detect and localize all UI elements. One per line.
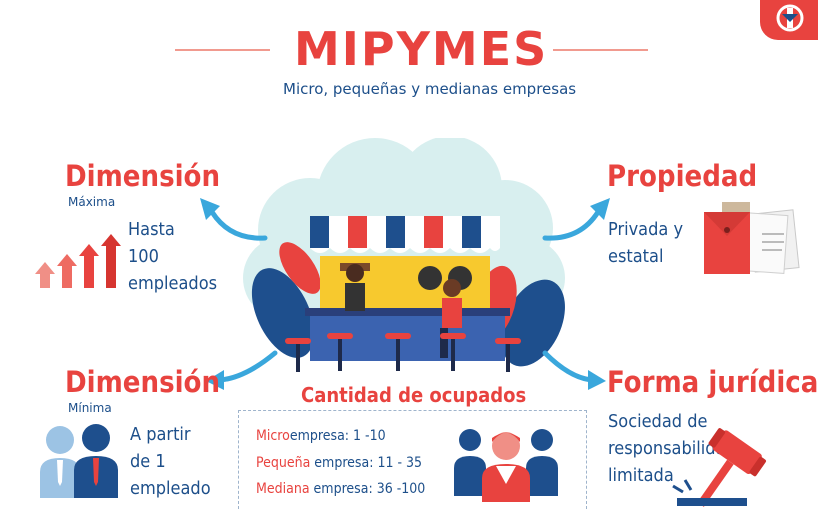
dim-min-line-2: de 1 <box>130 451 166 472</box>
propiedad-title: Propiedad <box>607 159 758 193</box>
dim-min-title: Dimensión <box>65 365 221 399</box>
dim-max-text: Hasta 100 empleados <box>128 216 217 297</box>
arrow-to-dim-min-icon <box>206 350 278 390</box>
documents-folder-icon <box>704 202 800 274</box>
ocupados-row-pequena-range: empresa: 11 - 35 <box>310 455 423 471</box>
page-subtitle: Micro, pequeñas y medianas empresas <box>283 80 577 98</box>
dim-min-label: Mínima <box>68 401 112 415</box>
ocupados-row-pequena-type: Pequeña <box>256 455 311 471</box>
forma-text: Sociedad de responsabilidad limitada <box>608 408 833 489</box>
dim-min-text: A partir de 1 empleado <box>130 421 211 502</box>
page-title: MIPYMES <box>294 22 549 76</box>
ocupados-box <box>238 410 587 509</box>
dim-min-line-3: empleado <box>130 478 211 499</box>
group-workers-icon <box>454 429 558 502</box>
gavel-icon <box>672 428 766 507</box>
ocupados-row-pequena: Pequeña empresa: 11 - 35 <box>256 455 422 471</box>
dim-max-line-1: Hasta <box>128 219 175 240</box>
propiedad-line-1: Privada y <box>608 219 684 240</box>
forma-line-1: Sociedad de responsabilidad <box>608 411 736 459</box>
dim-max-title: Dimensión <box>65 159 221 193</box>
dim-max-line-2: 100 <box>128 246 159 267</box>
dim-min-line-1: A partir <box>130 424 191 445</box>
propiedad-text: Privada y estatal <box>608 216 683 270</box>
header-rule-right <box>553 49 648 51</box>
arrow-to-forma-icon <box>542 350 606 390</box>
forma-line-2: limitada <box>608 465 674 486</box>
newspaper-logo-icon <box>760 0 818 40</box>
two-people-icon <box>40 424 118 498</box>
growth-arrows-icon <box>35 234 121 288</box>
ocupados-row-mediana: Mediana empresa: 36 -100 <box>256 481 425 497</box>
ocupados-row-mediana-type: Mediana <box>256 481 310 497</box>
dim-max-label: Máxima <box>68 195 116 209</box>
forma-title: Forma jurídica <box>607 365 819 399</box>
ocupados-title: Cantidad de ocupados <box>301 383 527 407</box>
ocupados-row-micro-range: empresa: 1 -10 <box>289 428 386 444</box>
propiedad-line-2: estatal <box>608 246 664 267</box>
ocupados-row-micro-type: Micro <box>256 428 290 444</box>
arrow-to-dim-max-icon <box>200 198 268 241</box>
ocupados-row-micro: Microempresa: 1 -10 <box>256 428 386 444</box>
arrow-to-propiedad-icon <box>542 198 610 241</box>
ocupados-row-mediana-range: empresa: 36 -100 <box>309 481 426 497</box>
header-rule-left <box>175 49 270 51</box>
dim-max-line-3: empleados <box>128 273 218 294</box>
store-kiosk-illustration <box>243 138 565 372</box>
